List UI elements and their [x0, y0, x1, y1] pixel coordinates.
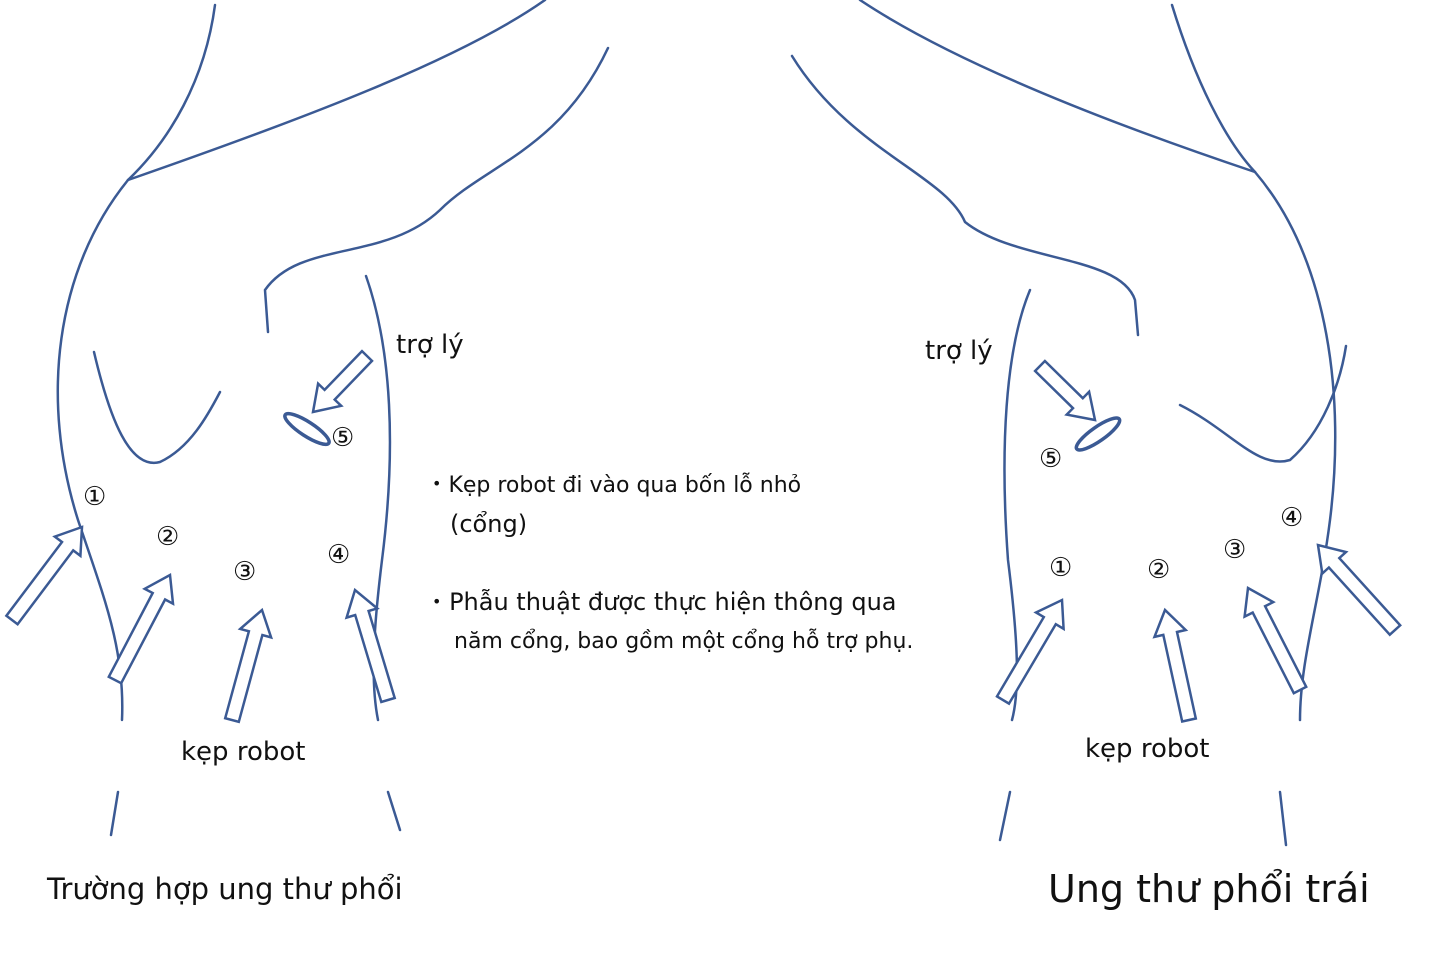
- right-arm-line: [790, 54, 1140, 337]
- note-1-line-1: Kẹp robot đi vào qua bốn lỗ nhỏ: [448, 473, 802, 498]
- left-robot-label: kẹp robot: [181, 737, 306, 767]
- left-arrow-port-3-icon: [223, 607, 274, 724]
- right-robot-label: kẹp robot: [1085, 734, 1210, 764]
- left-arrow-port-5-icon: [311, 349, 374, 414]
- right-shoulder-line: [858, 0, 1257, 174]
- right-port-5-label: ⑤: [1039, 444, 1063, 474]
- left-caption: Trường hợp ung thư phổi: [47, 872, 403, 906]
- right-neck-line: [1170, 3, 1257, 174]
- bullet-dot: •: [432, 474, 442, 493]
- left-port-1-label: ①: [83, 482, 107, 512]
- right-assistant-label: trợ lý: [925, 336, 993, 366]
- right-torso-outer: [1253, 170, 1337, 722]
- left-arrow-port-1-icon: [4, 525, 84, 626]
- right-port-4-label: ④: [1280, 503, 1304, 533]
- left-port-3-label: ③: [233, 557, 257, 587]
- right-port-3-label: ③: [1223, 535, 1247, 565]
- right-arrow-port-3-icon: [1243, 585, 1308, 695]
- note-1-line-2: (cổng): [450, 510, 528, 538]
- left-arm-line: [263, 46, 610, 334]
- right-caption: Ung thư phổi trái: [1048, 867, 1370, 911]
- note-2: • Phẫu thuật được thực hiện thông qua: [432, 582, 897, 622]
- right-port-2-label: ②: [1147, 555, 1171, 585]
- left-arrow-port-4-icon: [344, 587, 397, 704]
- note-2-line-1: Phẫu thuật được thực hiện thông qua: [449, 588, 897, 616]
- left-port-5-label: ⑤: [331, 423, 355, 453]
- left-torso-outer: [56, 178, 130, 722]
- left-neck-line: [126, 3, 217, 182]
- note-2-line-2: năm cổng, bao gồm một cổng hỗ trợ phụ.: [454, 629, 914, 654]
- left-assistant-label: trợ lý: [396, 330, 464, 360]
- bullet-dot: •: [432, 592, 442, 611]
- right-arrow-port-4-icon: [1316, 543, 1402, 637]
- right-port-5-ellipse: [1074, 416, 1122, 452]
- right-scapula: [1178, 344, 1348, 463]
- left-port-2-label: ②: [156, 522, 180, 552]
- right-arrow-port-5-icon: [1033, 359, 1097, 422]
- left-port-5-ellipse: [283, 411, 331, 447]
- left-port-4-label: ④: [327, 540, 351, 570]
- left-shoulder-line: [126, 0, 547, 182]
- left-scapula: [92, 350, 222, 465]
- right-port-1-label: ①: [1049, 553, 1073, 583]
- left-arrow-port-2-icon: [107, 573, 175, 685]
- right-arrow-port-2-icon: [1152, 607, 1198, 723]
- note-1: • Kẹp robot đi vào qua bốn lỗ nhỏ: [432, 464, 801, 506]
- right-arrow-port-1-icon: [995, 598, 1065, 706]
